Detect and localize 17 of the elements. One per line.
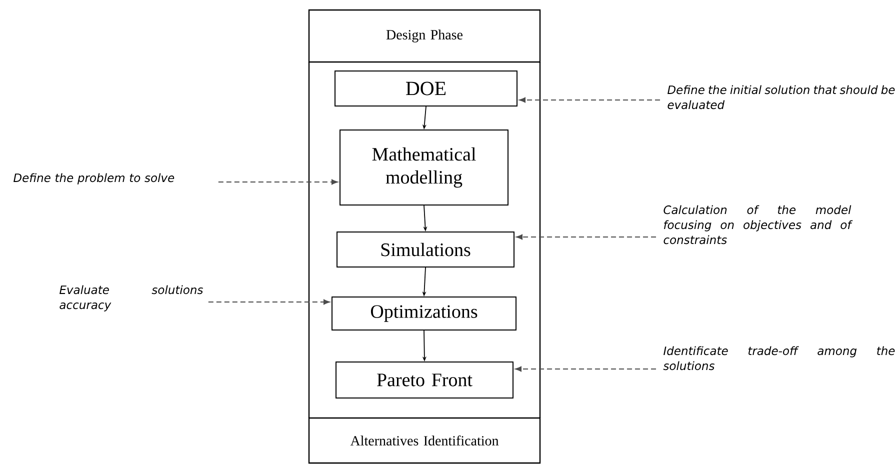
process-box: Optimizations: [332, 296, 516, 330]
annotation-text: Define the initial solution that should be evaluated: [668, 85, 895, 110]
arrow: [218, 179, 338, 185]
arrow: [519, 97, 660, 103]
arrow: [208, 299, 330, 305]
process-box: Simulations: [336, 232, 514, 268]
annotation-text: Identificate trade-off among the solutions: [663, 346, 895, 370]
annotation-text: Evaluate solutions accuracy: [60, 285, 203, 312]
phase-band: Design Phase: [308, 9, 541, 63]
arrow: [515, 366, 656, 372]
process-box: Pareto Front: [336, 362, 514, 398]
arrow: [516, 234, 656, 240]
process-box: Mathematical modelling: [340, 130, 508, 206]
annotation-text: Calculation of the model focusing on objectives and of constraints: [664, 205, 853, 244]
process-box: DOE: [334, 70, 518, 106]
phase-band: Alternatives Identification: [308, 417, 541, 464]
annotation-text: Define the problem to solve: [14, 173, 174, 184]
